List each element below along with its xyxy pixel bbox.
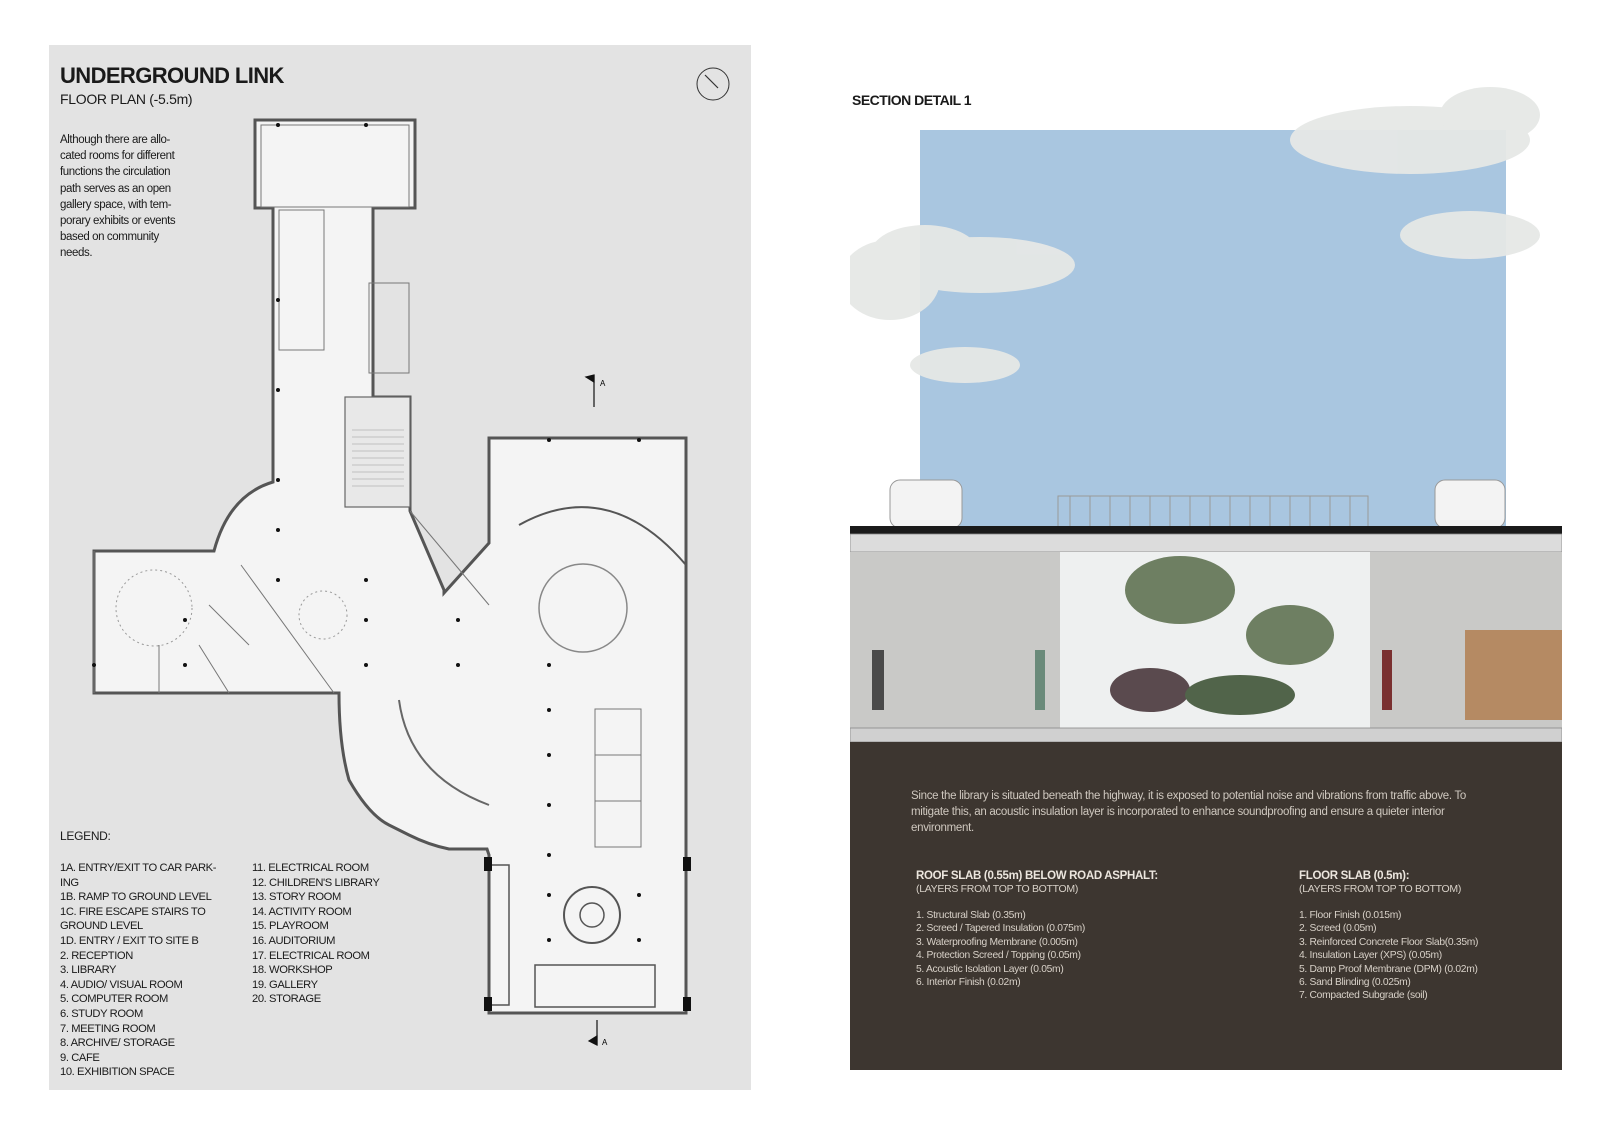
legend-item: 13. STORY ROOM — [252, 891, 341, 904]
legend-item: 1C. FIRE ESCAPE STAIRS TO GROUND LEVEL — [60, 905, 206, 933]
plan-circulation-edge — [240, 510, 490, 694]
north-arrow-icon — [696, 67, 730, 101]
legend-item: 15. PLAYROOM — [252, 920, 329, 933]
plan-columns — [92, 123, 641, 942]
layer-item: 6. Interior Finish (0.02m) — [916, 977, 1021, 989]
legend-item: 2. RECEPTION — [60, 949, 133, 962]
roof-slab-heading: ROOF SLAB (0.55m) BELOW ROAD ASPHALT: — [916, 870, 1158, 882]
plan-spiral-stair — [563, 886, 621, 944]
legend-item: 1B. RAMP TO GROUND LEVEL — [60, 891, 212, 904]
legend-item: 18. WORKSHOP — [252, 964, 333, 977]
legend-item: 17. ELECTRICAL ROOM — [252, 949, 370, 962]
floor-slab-layers: FLOOR SLAB (0.5m): (LAYERS FROM TOP TO B… — [1299, 870, 1559, 1003]
section-marker-top — [584, 374, 595, 407]
plan-room-small — [368, 282, 410, 374]
legend-item: 5. COMPUTER ROOM — [60, 993, 168, 1006]
plan-courtyard-center — [298, 590, 348, 640]
plan-spiral-core — [579, 902, 605, 928]
floor-slab-subheading: (LAYERS FROM TOP TO BOTTOM) — [1299, 883, 1462, 895]
section-marker-bottom — [587, 1020, 598, 1046]
plan-courtyard-west — [115, 569, 193, 647]
legend-item: 6. STUDY ROOM — [60, 1007, 143, 1020]
roof-slab — [850, 533, 1562, 553]
plan-auditorium-seats — [352, 429, 404, 487]
page-title: UNDERGROUND LINK — [60, 63, 284, 88]
floor-slab-heading: FLOOR SLAB (0.5m): — [1299, 870, 1410, 882]
legend-item: 10. EXHIBITION SPACE — [60, 1066, 175, 1079]
roof-slab-layer-list: 1. Structural Slab (0.35m) 2. Screed / T… — [916, 909, 1236, 989]
layer-item: 6. Sand Blinding (0.025m) — [1299, 977, 1411, 989]
layer-item: 1. Floor Finish (0.015m) — [1299, 910, 1402, 921]
soil — [850, 742, 1562, 1070]
plan-fire-stair — [488, 864, 510, 1006]
legend-item: 19. GALLERY — [252, 978, 318, 991]
legend-column-1: 1A. ENTRY/EXIT TO CAR PARK-ING 1B. RAMP … — [60, 861, 230, 1080]
plan-exhibition-arc — [398, 699, 490, 806]
legend-item: 20. STORAGE — [252, 993, 321, 1006]
legend-column-2: 11. ELECTRICAL ROOM 12. CHILDREN'S LIBRA… — [252, 861, 412, 1007]
plan-room-stair-north — [260, 124, 410, 208]
legend-item: 1A. ENTRY/EXIT TO CAR PARK-ING — [60, 862, 217, 889]
clouds — [850, 87, 1540, 383]
interior-concrete-left — [850, 552, 1060, 728]
legend-title: LEGEND: — [60, 829, 111, 843]
layer-item: 2. Screed / Tapered Insulation (0.075m) — [916, 923, 1085, 935]
car-right-icon — [1434, 479, 1506, 529]
legend-item: 7. MEETING ROOM — [60, 1022, 156, 1035]
floor-slab — [850, 727, 1562, 743]
legend-item: 3. LIBRARY — [60, 964, 117, 977]
section-description: Since the library is situated beneath th… — [911, 790, 1467, 834]
section-title: SECTION DETAIL 1 — [852, 92, 972, 108]
plan-auditorium — [344, 396, 411, 508]
road-asphalt — [850, 526, 1562, 534]
legend-item: 8. ARCHIVE/ STORAGE — [60, 1037, 175, 1050]
page-subtitle: FLOOR PLAN (-5.5m) — [60, 91, 193, 107]
sky — [920, 130, 1506, 530]
floor-plan-panel: A A UNDERGROUND LINK FLOOR PLAN (-5.5m) … — [49, 45, 751, 1090]
legend-item: 4. AUDIO/ VISUAL ROOM — [60, 978, 183, 991]
floor-slab-layer-list: 1. Floor Finish (0.015m) 2. Screed (0.05… — [1299, 909, 1559, 1003]
legend-item: 12. CHILDREN'S LIBRARY — [252, 876, 380, 889]
courtyard-trees — [1110, 556, 1334, 715]
layer-item: 4. Protection Screed / Topping (0.05m) — [916, 950, 1081, 962]
section-marker-bottom-label: A — [602, 1038, 608, 1047]
plan-library-arc — [518, 506, 687, 566]
layer-item: 3. Waterproofing Membrane (0.005m) — [916, 936, 1078, 948]
plan-west-partition — [93, 551, 250, 694]
layer-item: 2. Screed (0.05m) — [1299, 923, 1377, 935]
section-marker-top-label: A — [600, 379, 606, 388]
plan-meeting-rooms — [594, 708, 642, 848]
plan-room-toilets — [278, 209, 325, 351]
legend-item: 11. ELECTRICAL ROOM — [252, 862, 369, 874]
layer-item: 4. Insulation Layer (XPS) (0.05m) — [1299, 950, 1442, 962]
plan-storage-south — [534, 964, 656, 1008]
roof-slab-subheading: (LAYERS FROM TOP TO BOTTOM) — [916, 883, 1079, 895]
roof-slab-layers: ROOF SLAB (0.55m) BELOW ROAD ASPHALT: (L… — [916, 870, 1236, 989]
layer-item: 5. Acoustic Isolation Layer (0.05m) — [916, 963, 1064, 975]
legend-item: 9. CAFE — [60, 1051, 100, 1064]
car-left-icon — [889, 479, 963, 529]
layer-item: 7. Compacted Subgrade (soil) — [1299, 990, 1428, 1002]
layer-item: 3. Reinforced Concrete Floor Slab(0.35m) — [1299, 936, 1479, 948]
layer-item: 5. Damp Proof Membrane (DPM) (0.02m) — [1299, 963, 1478, 975]
plan-description: Although there are allo- cated rooms for… — [60, 134, 176, 260]
plan-footprint — [92, 118, 688, 1015]
bookshelf — [1465, 630, 1562, 720]
plan-wall-caps — [484, 857, 691, 1011]
section-detail-drawing — [850, 87, 1562, 1070]
floor-plan-drawing: A A — [92, 118, 691, 1047]
legend-item: 16. AUDITORIUM — [252, 934, 336, 947]
plan-courtyard-east — [538, 563, 628, 653]
layer-item: 1. Structural Slab (0.35m) — [916, 910, 1026, 921]
legend-item: 1D. ENTRY / EXIT TO SITE B — [60, 934, 199, 947]
legend-item: 14. ACTIVITY ROOM — [252, 905, 352, 918]
